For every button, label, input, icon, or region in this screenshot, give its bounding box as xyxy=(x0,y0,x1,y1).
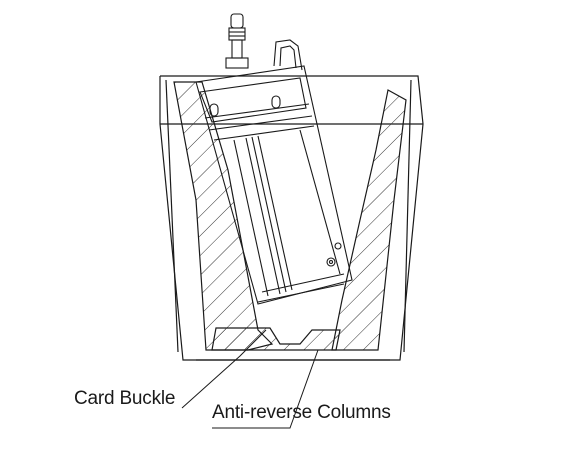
inner-module xyxy=(195,65,353,305)
antenna-connector xyxy=(225,13,249,69)
leader-lines xyxy=(181,329,319,429)
anti-reverse-columns-label: Anti-reverse Columns xyxy=(212,402,391,423)
top-clip xyxy=(273,39,303,71)
right-wall-section xyxy=(331,89,407,351)
card-buckle-leader xyxy=(181,329,267,409)
base-section xyxy=(211,327,341,351)
card-buckle-label: Card Buckle xyxy=(74,388,176,409)
left-wall-section xyxy=(173,81,274,351)
anti-reverse-leader xyxy=(212,349,319,429)
